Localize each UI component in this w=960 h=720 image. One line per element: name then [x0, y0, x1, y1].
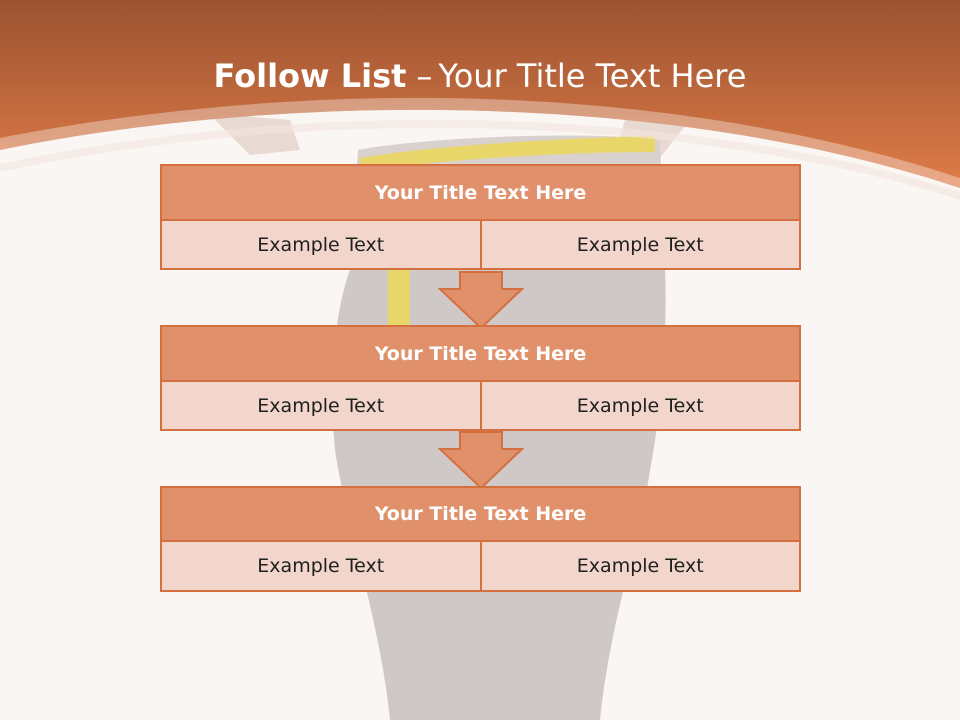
block-row: Example Text Example Text	[160, 382, 801, 431]
measuring-tape	[360, 136, 655, 325]
block-cell-right: Example Text	[479, 221, 801, 270]
block-cell-left: Example Text	[160, 542, 482, 592]
block-cell-left: Example Text	[160, 382, 482, 431]
block-title: Your Title Text Here	[160, 325, 801, 382]
block-row: Example Text Example Text	[160, 221, 801, 270]
list-block-2: Your Title Text Here Example Text Exampl…	[160, 325, 801, 431]
slide-title: Follow List–Your Title Text Here	[0, 52, 960, 100]
header-banner	[0, 0, 960, 188]
down-arrow-icon	[438, 271, 524, 330]
title-bold: Follow List	[213, 57, 407, 95]
list-block-1: Your Title Text Here Example Text Exampl…	[160, 164, 801, 270]
title-rest: Your Title Text Here	[438, 57, 747, 95]
down-arrow-icon	[438, 431, 524, 490]
block-row: Example Text Example Text	[160, 542, 801, 592]
block-cell-right: Example Text	[479, 542, 801, 592]
title-separator: –	[416, 57, 433, 95]
block-title: Your Title Text Here	[160, 164, 801, 221]
block-cell-left: Example Text	[160, 221, 482, 270]
list-block-3: Your Title Text Here Example Text Exampl…	[160, 486, 801, 592]
block-cell-right: Example Text	[479, 382, 801, 431]
block-title: Your Title Text Here	[160, 486, 801, 542]
